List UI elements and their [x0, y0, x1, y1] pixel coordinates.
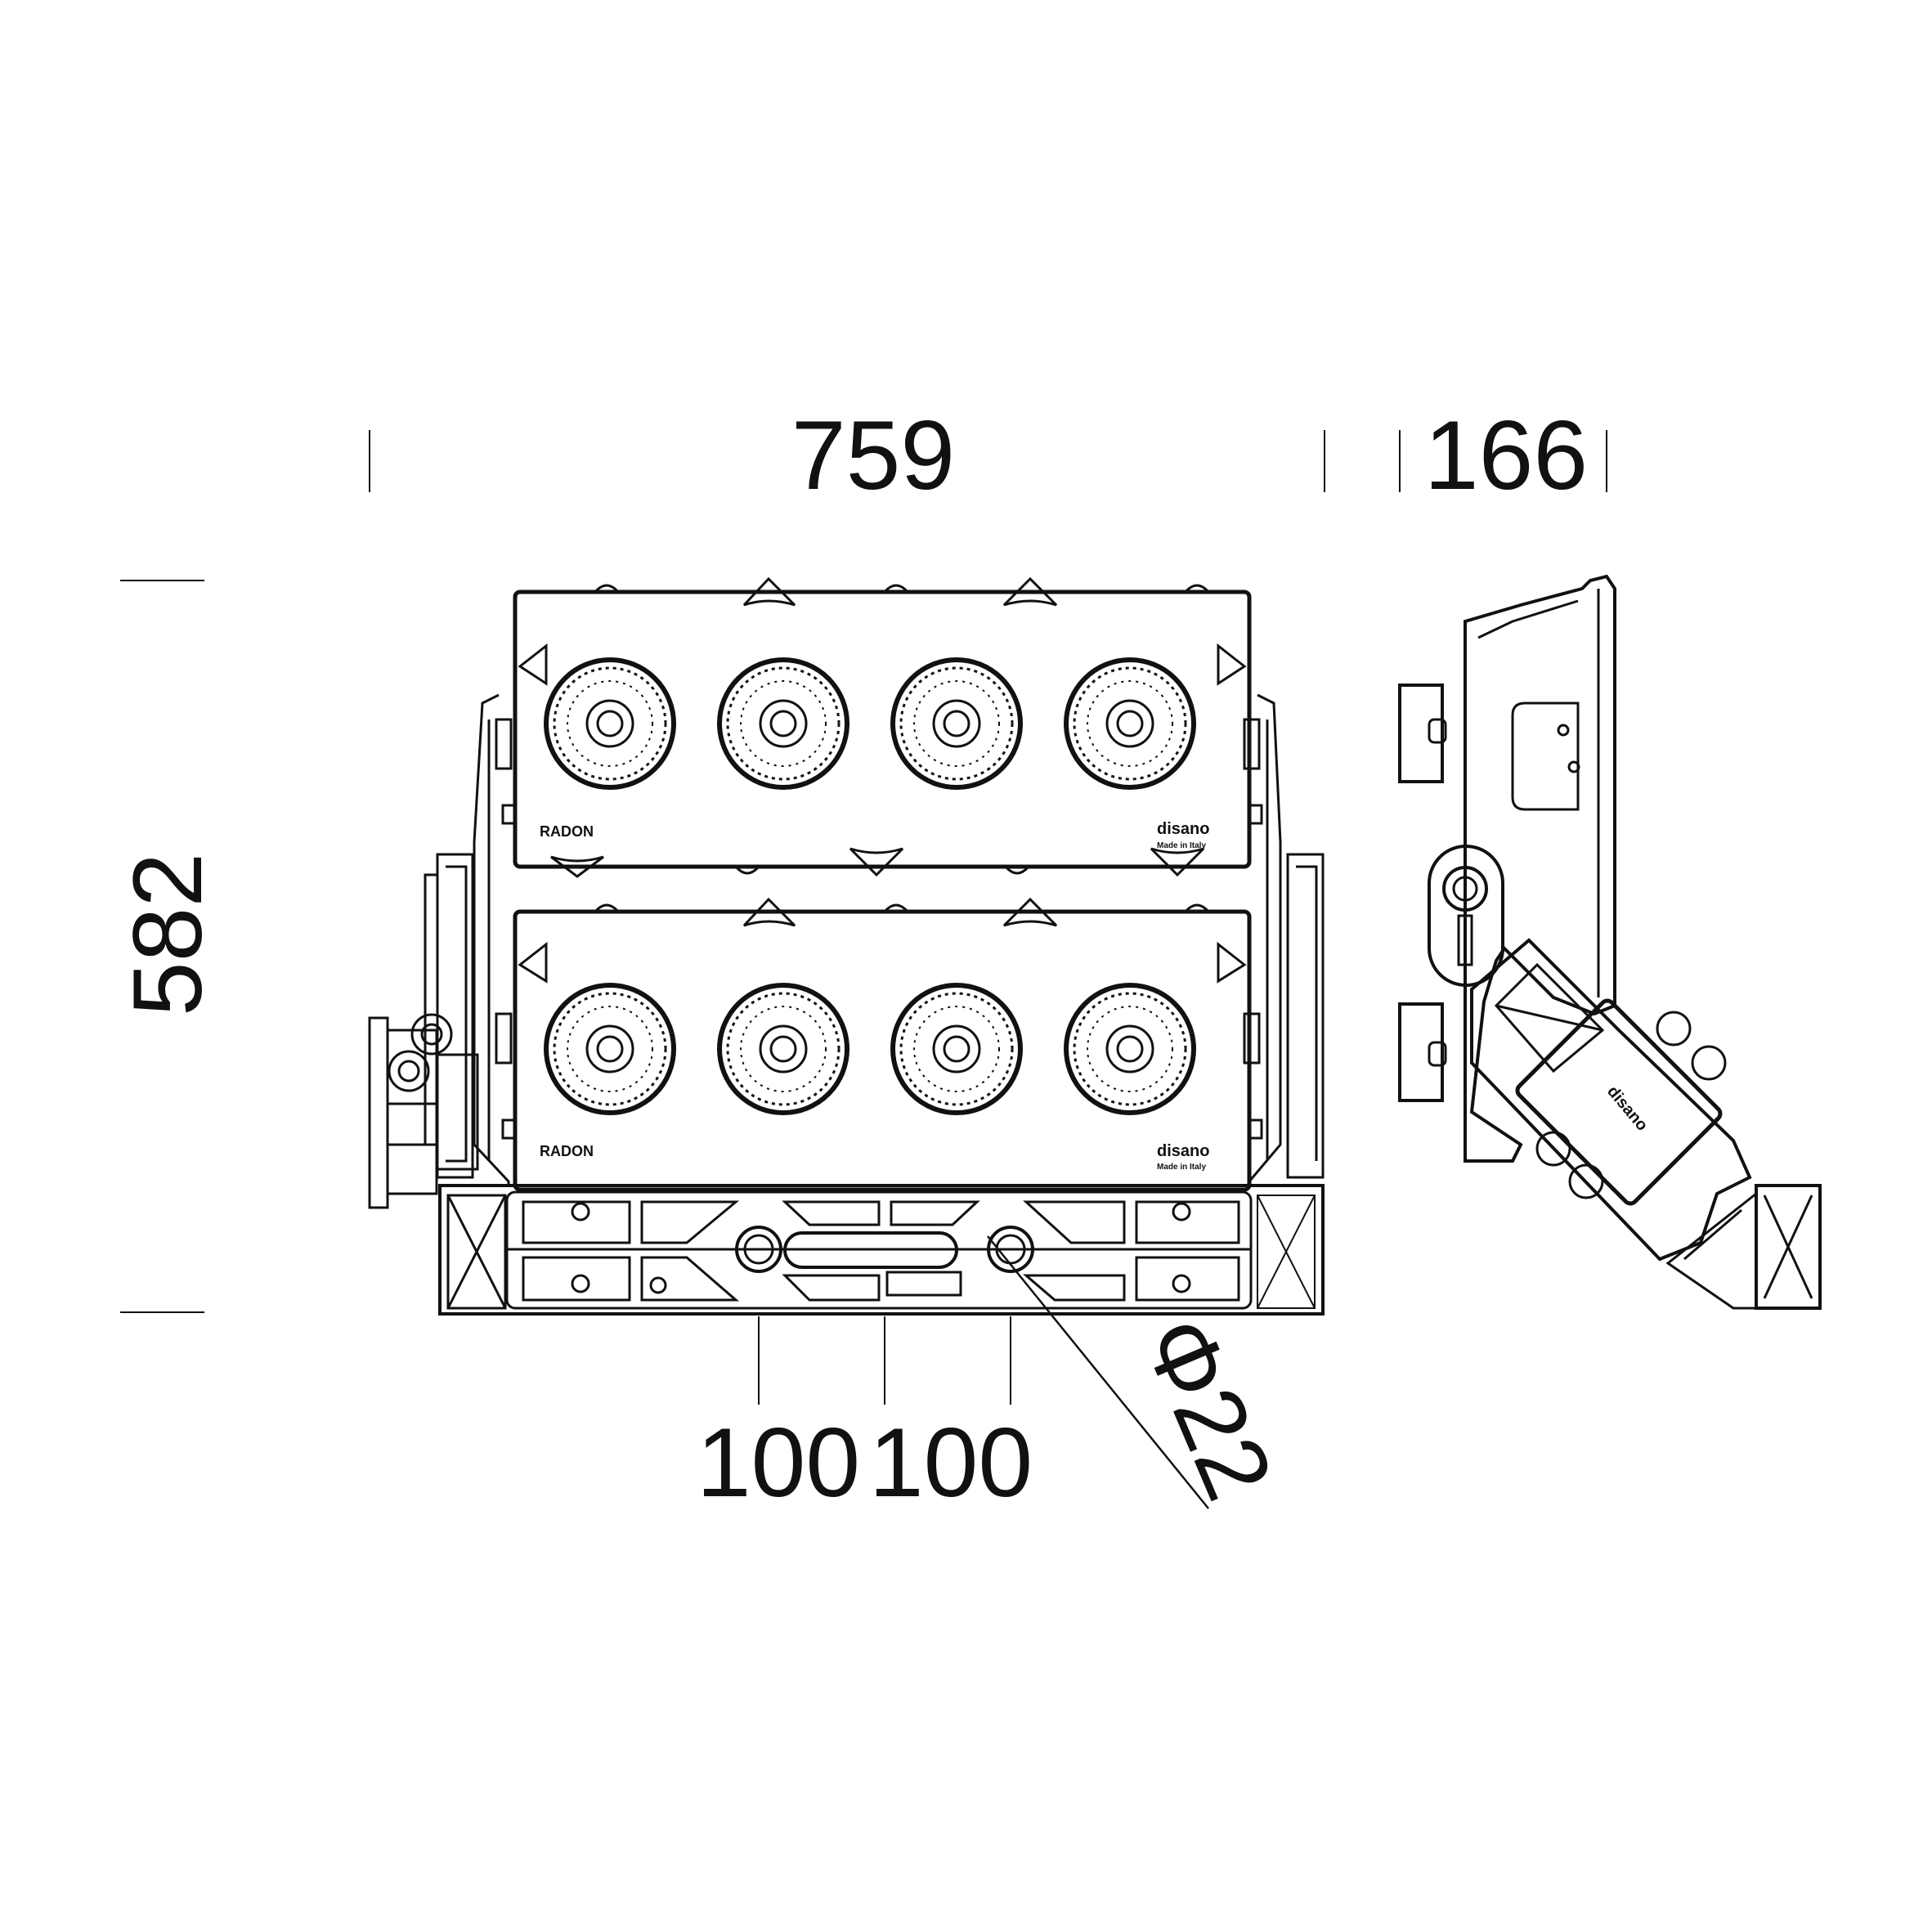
luminaire-body-side — [1464, 574, 1616, 1163]
led-lens-row-bottom — [544, 983, 1196, 1115]
led-module-top: RADON disano Made in Italy — [501, 576, 1263, 878]
module-clamp — [1398, 684, 1444, 783]
made-in-top: Made in Italy — [1157, 841, 1206, 850]
mounting-hole — [995, 1234, 1026, 1265]
made-in-bottom: Made in Italy — [1157, 1163, 1206, 1172]
side-brackets — [473, 693, 1282, 1186]
mounting-slot — [783, 1231, 958, 1269]
spacing-left-dimension: 100 — [697, 1408, 860, 1517]
hole-diameter-dimension: Φ22 — [1122, 1302, 1293, 1514]
module-clips — [501, 897, 1263, 1140]
cable-gland-icon — [388, 1013, 453, 1092]
pivot-bolt-icon — [1442, 866, 1488, 912]
mounting-hole — [735, 1226, 782, 1273]
brand-mark-bottom: disano — [1157, 1142, 1209, 1160]
led-lens-row-top — [544, 657, 1196, 790]
led-lens — [890, 657, 1023, 790]
spacing-right-dimension: 100 — [869, 1408, 1033, 1517]
right-side-arm — [1286, 853, 1325, 1179]
led-lens — [890, 983, 1023, 1115]
module-clamp — [1398, 1002, 1444, 1102]
module-label-bottom: RADON — [540, 1143, 594, 1159]
brand-mark-top: disano — [1157, 820, 1209, 838]
led-lens — [544, 983, 676, 1115]
mounting-base — [438, 1184, 1325, 1316]
led-lens — [1064, 983, 1196, 1115]
depth-dimension: 166 — [1424, 401, 1588, 510]
mounting-hole — [987, 1226, 1034, 1273]
led-lens — [1064, 657, 1196, 790]
pivot-plate — [1428, 845, 1504, 987]
side-view: disano — [1398, 574, 1822, 1310]
module-clips — [501, 576, 1263, 878]
width-dimension: 759 — [791, 401, 955, 510]
base-ribs — [522, 1200, 1240, 1302]
led-lens — [717, 657, 849, 790]
front-view: RADON disano Made in Italy — [368, 576, 1325, 1316]
height-dimension: 582 — [113, 853, 222, 1016]
mounting-hole — [743, 1234, 774, 1265]
junction-box-front — [368, 1016, 479, 1209]
module-label-top: RADON — [540, 823, 594, 840]
led-lens — [717, 983, 849, 1115]
brand-mark-side: disano — [1603, 1083, 1651, 1135]
dimension-lines — [120, 430, 1607, 1509]
led-lens — [544, 657, 676, 790]
junction-box-side — [1515, 998, 1723, 1206]
led-module-bottom: RADON disano Made in Italy — [501, 897, 1263, 1192]
